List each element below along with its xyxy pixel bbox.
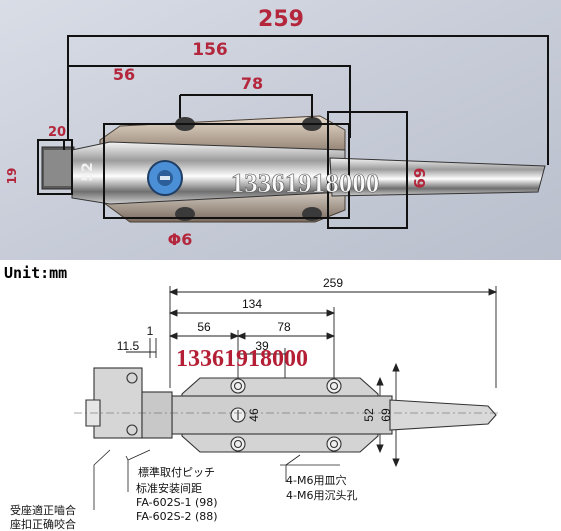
- drawing-dimension-lines: [126, 286, 498, 468]
- drawing-dim-259: 259: [323, 276, 343, 290]
- photo-dim-78: 78: [241, 74, 263, 93]
- frame-52: [103, 123, 350, 219]
- drawing-dim-39: 39: [255, 339, 269, 353]
- photo-watermark: 13361918000: [231, 168, 380, 198]
- technical-drawing-panel: Unit:mm: [0, 260, 561, 531]
- technical-drawing: Unit:mm: [0, 260, 561, 531]
- photo-dim-20: 20: [48, 125, 66, 140]
- frame-156: [68, 65, 351, 138]
- photo-dim-156: 156: [192, 40, 228, 60]
- drawing-dim-69: 69: [379, 408, 393, 422]
- unit-label: Unit:mm: [4, 264, 67, 282]
- photo-dim-52: 52: [80, 162, 96, 181]
- drawing-dim-46: 46: [247, 408, 261, 422]
- model-1: FA-602S-1 (98): [136, 496, 218, 509]
- leader-lines: [93, 449, 340, 510]
- model-2: FA-602S-2 (88): [136, 510, 218, 523]
- drawing-dim-134: 134: [242, 297, 262, 311]
- holes-jp: 4-M6用皿穴: [286, 473, 346, 487]
- drawing-dim-1: 1: [147, 324, 154, 338]
- photo-dim-hole: Φ6: [168, 230, 193, 249]
- drawing-watermark: 13361918000: [176, 346, 308, 372]
- frame-19: [37, 139, 73, 195]
- frame-78: [180, 94, 313, 118]
- drawing-dim-56: 56: [197, 320, 211, 334]
- photo-dimension-lines: [37, 35, 549, 229]
- product-photo-panel: 259 156 56 78 20 19 52 69 Φ6 13361918000: [0, 0, 561, 260]
- product-photo: 259 156 56 78 20 19 52 69 Φ6 13361918000: [0, 0, 561, 260]
- photo-dim-69: 69: [411, 168, 429, 189]
- callout-cn: 标准安装间距: [136, 481, 202, 495]
- striker-cn: 座扣正确咬合: [10, 517, 76, 531]
- latch-outline-drawing: [85, 367, 497, 453]
- photo-dim-19: 19: [5, 168, 19, 185]
- frame-69: [327, 111, 408, 229]
- drawing-dim-52: 52: [362, 408, 376, 422]
- holes-cn: 4-M6用沉头孔: [286, 489, 357, 502]
- drawing-dim-11-5: 11.5: [117, 339, 140, 353]
- photo-dim-259: 259: [258, 7, 304, 32]
- photo-dim-56: 56: [113, 65, 135, 84]
- callout-jp: 標準取付ピッチ: [138, 465, 215, 479]
- drawing-dim-78: 78: [277, 320, 291, 334]
- striker-jp: 受座適正嚙合: [10, 503, 76, 517]
